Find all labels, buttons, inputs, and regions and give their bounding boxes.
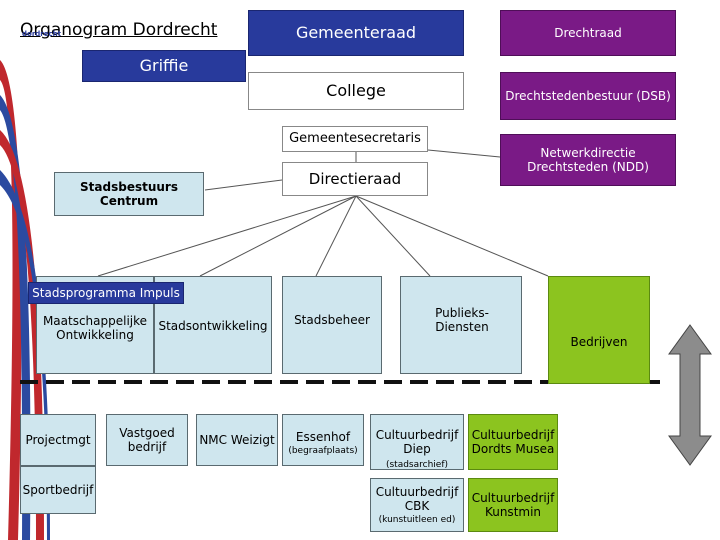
double-arrow-icon — [668, 324, 712, 466]
cultuur-diep-box — [370, 414, 464, 470]
cultuur-diep-sublabel: (stadsarchief) — [385, 460, 449, 470]
gemeentesecretaris-box: Gemeentesecretaris — [282, 126, 428, 152]
cultuur-cbk-box — [370, 478, 464, 532]
essenhof-box — [282, 414, 364, 466]
page-title: Organogram Dordrecht — [20, 20, 218, 40]
publieksdiensten-box — [400, 276, 522, 374]
dsb-box: Drechtstedenbestuur (DSB) — [500, 72, 676, 120]
griffie-box: Griffie — [82, 50, 246, 82]
ndd-box: Netwerkdirectie Drechtsteden (NDD) — [500, 134, 676, 186]
essenhof-label: Essenhof — [295, 430, 351, 444]
stadsontwikkeling-label: Stadsontwikkeling — [158, 319, 268, 333]
cultuur-cbk-sublabel: (kunstuitleen ed) — [378, 515, 456, 525]
sportbedrijf-box: Sportbedrijf — [20, 466, 96, 514]
directieraad-box: Directieraad — [282, 162, 428, 196]
cultuur-dordts-musea-box: Cultuurbedrijf Dordts Musea — [468, 414, 558, 470]
stadsprogramma-impuls-box: Stadsprogramma Impuls — [28, 282, 184, 304]
stadsbeheer-label: Stadsbeheer — [294, 313, 370, 327]
essenhof-sublabel: (begraafplaats) — [288, 446, 358, 456]
cultuur-diep-label: Cultuurbedrijf Diep — [375, 428, 459, 457]
stadsbeheer-box — [282, 276, 382, 374]
cultuur-kunstmin-box: Cultuurbedrijf Kunstmin — [468, 478, 558, 532]
bedrijven-label: Bedrijven — [570, 335, 628, 349]
vastgoed-box: Vastgoed bedrijf — [106, 414, 188, 466]
logo-text: dordrecht — [22, 30, 61, 38]
projectmgt-box: Projectmgt — [20, 414, 96, 466]
college-box: College — [248, 72, 464, 110]
publieksdiensten-label: Publieks-Diensten — [435, 306, 489, 335]
nmc-weizigt-box: NMC Weizigt — [196, 414, 278, 466]
stadsbestuurs-centrum-box: Stadsbestuurs Centrum — [54, 172, 204, 216]
bedrijven-box — [548, 276, 650, 384]
cultuur-cbk-label: Cultuurbedrijf CBK — [375, 485, 459, 514]
drechtraad-box: Drechtraad — [500, 10, 676, 56]
gemeenteraad-box: Gemeenteraad — [248, 10, 464, 56]
maatschappelijke-ontwikkeling-label: Maatschappelijke Ontwikkeling — [42, 314, 148, 343]
